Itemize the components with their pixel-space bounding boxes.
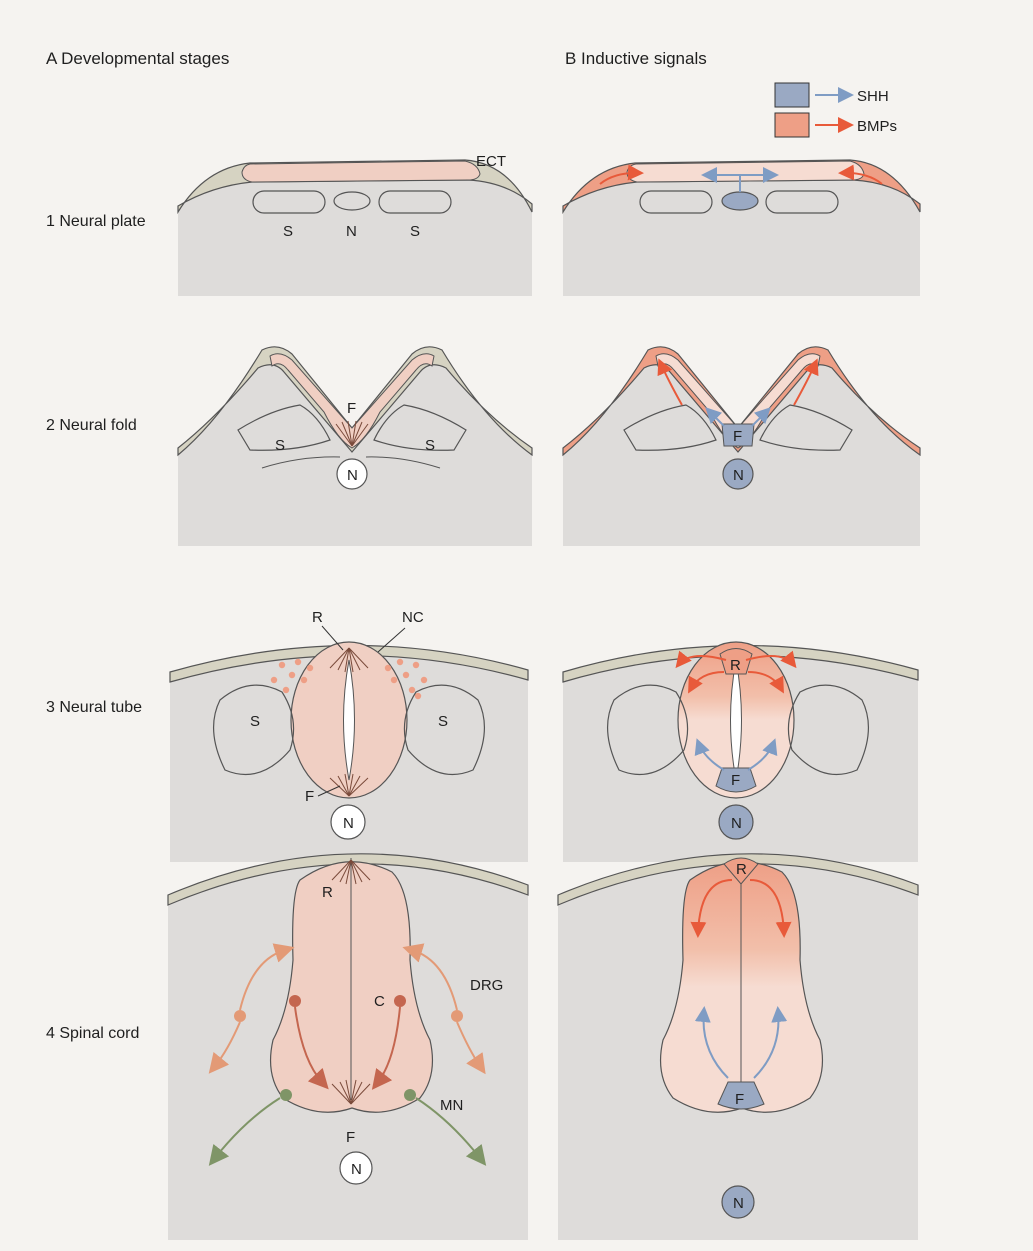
floor-plate-label: F	[305, 788, 314, 805]
column-a-heading: A Developmental stages	[46, 49, 229, 68]
somite-label: S	[438, 713, 448, 730]
notochord-label: N	[351, 1161, 362, 1178]
neural-plate	[242, 161, 480, 182]
floor-plate-label: F	[346, 1129, 355, 1146]
stage-4-panel-a: N F R C DRG MN	[168, 854, 528, 1240]
ectoderm-label: ECT	[476, 153, 506, 170]
stage-3-panel-a: N S S R NC F	[170, 609, 528, 862]
somite-label: S	[425, 437, 435, 454]
somite-label: S	[410, 223, 420, 240]
stage-2-panel-a: N F S S	[178, 347, 532, 546]
drg-label: DRG	[470, 977, 503, 994]
column-b-heading: B Inductive signals	[565, 49, 707, 68]
commissural-neuron	[394, 995, 406, 1007]
legend-bmps-label: BMPs	[857, 118, 897, 135]
floor-plate-label: F	[347, 400, 356, 417]
somite-label: S	[250, 713, 260, 730]
roof-plate-label: R	[312, 609, 323, 626]
drg-neuron	[234, 1010, 246, 1022]
roof-plate-label: R	[736, 861, 747, 878]
motor-neuron	[404, 1089, 416, 1101]
stage-2-panel-b: F N	[563, 347, 920, 546]
roof-plate-label: R	[730, 657, 741, 674]
notochord-shh	[722, 192, 758, 210]
neural-crest-label: NC	[402, 609, 424, 626]
notochord-label: N	[731, 815, 742, 832]
notochord-label: N	[733, 1195, 744, 1212]
stage-3-panel-b: R F N	[563, 642, 918, 862]
commissural-neuron	[289, 995, 301, 1007]
roof-plate-label: R	[322, 884, 333, 901]
commissural-label: C	[374, 993, 385, 1010]
notochord-label: N	[346, 223, 357, 240]
stage-1-panel-b	[563, 160, 920, 296]
motor-neuron	[280, 1089, 292, 1101]
legend: SHH BMPs	[775, 83, 897, 137]
stage-1-label: 1 Neural plate	[46, 213, 146, 230]
notochord-label: N	[733, 467, 744, 484]
drg-neuron	[451, 1010, 463, 1022]
floor-plate-label: F	[733, 428, 742, 445]
floor-plate-label: F	[735, 1091, 744, 1108]
stage-2-label: 2 Neural fold	[46, 417, 137, 434]
bmp-swatch	[775, 113, 809, 137]
stage-1-panel-a: S N S ECT	[178, 153, 532, 296]
stage-3-label: 3 Neural tube	[46, 699, 142, 716]
neural-plate	[627, 161, 864, 182]
floor-plate-label: F	[731, 772, 740, 789]
notochord-label: N	[347, 467, 358, 484]
stage-4-label: 4 Spinal cord	[46, 1025, 139, 1042]
somite-label: S	[275, 437, 285, 454]
stage-4-panel-b: R F N	[558, 854, 918, 1240]
notochord-label: N	[343, 815, 354, 832]
motor-neuron-label: MN	[440, 1097, 463, 1114]
shh-swatch	[775, 83, 809, 107]
legend-shh-label: SHH	[857, 88, 889, 105]
somite-label: S	[283, 223, 293, 240]
